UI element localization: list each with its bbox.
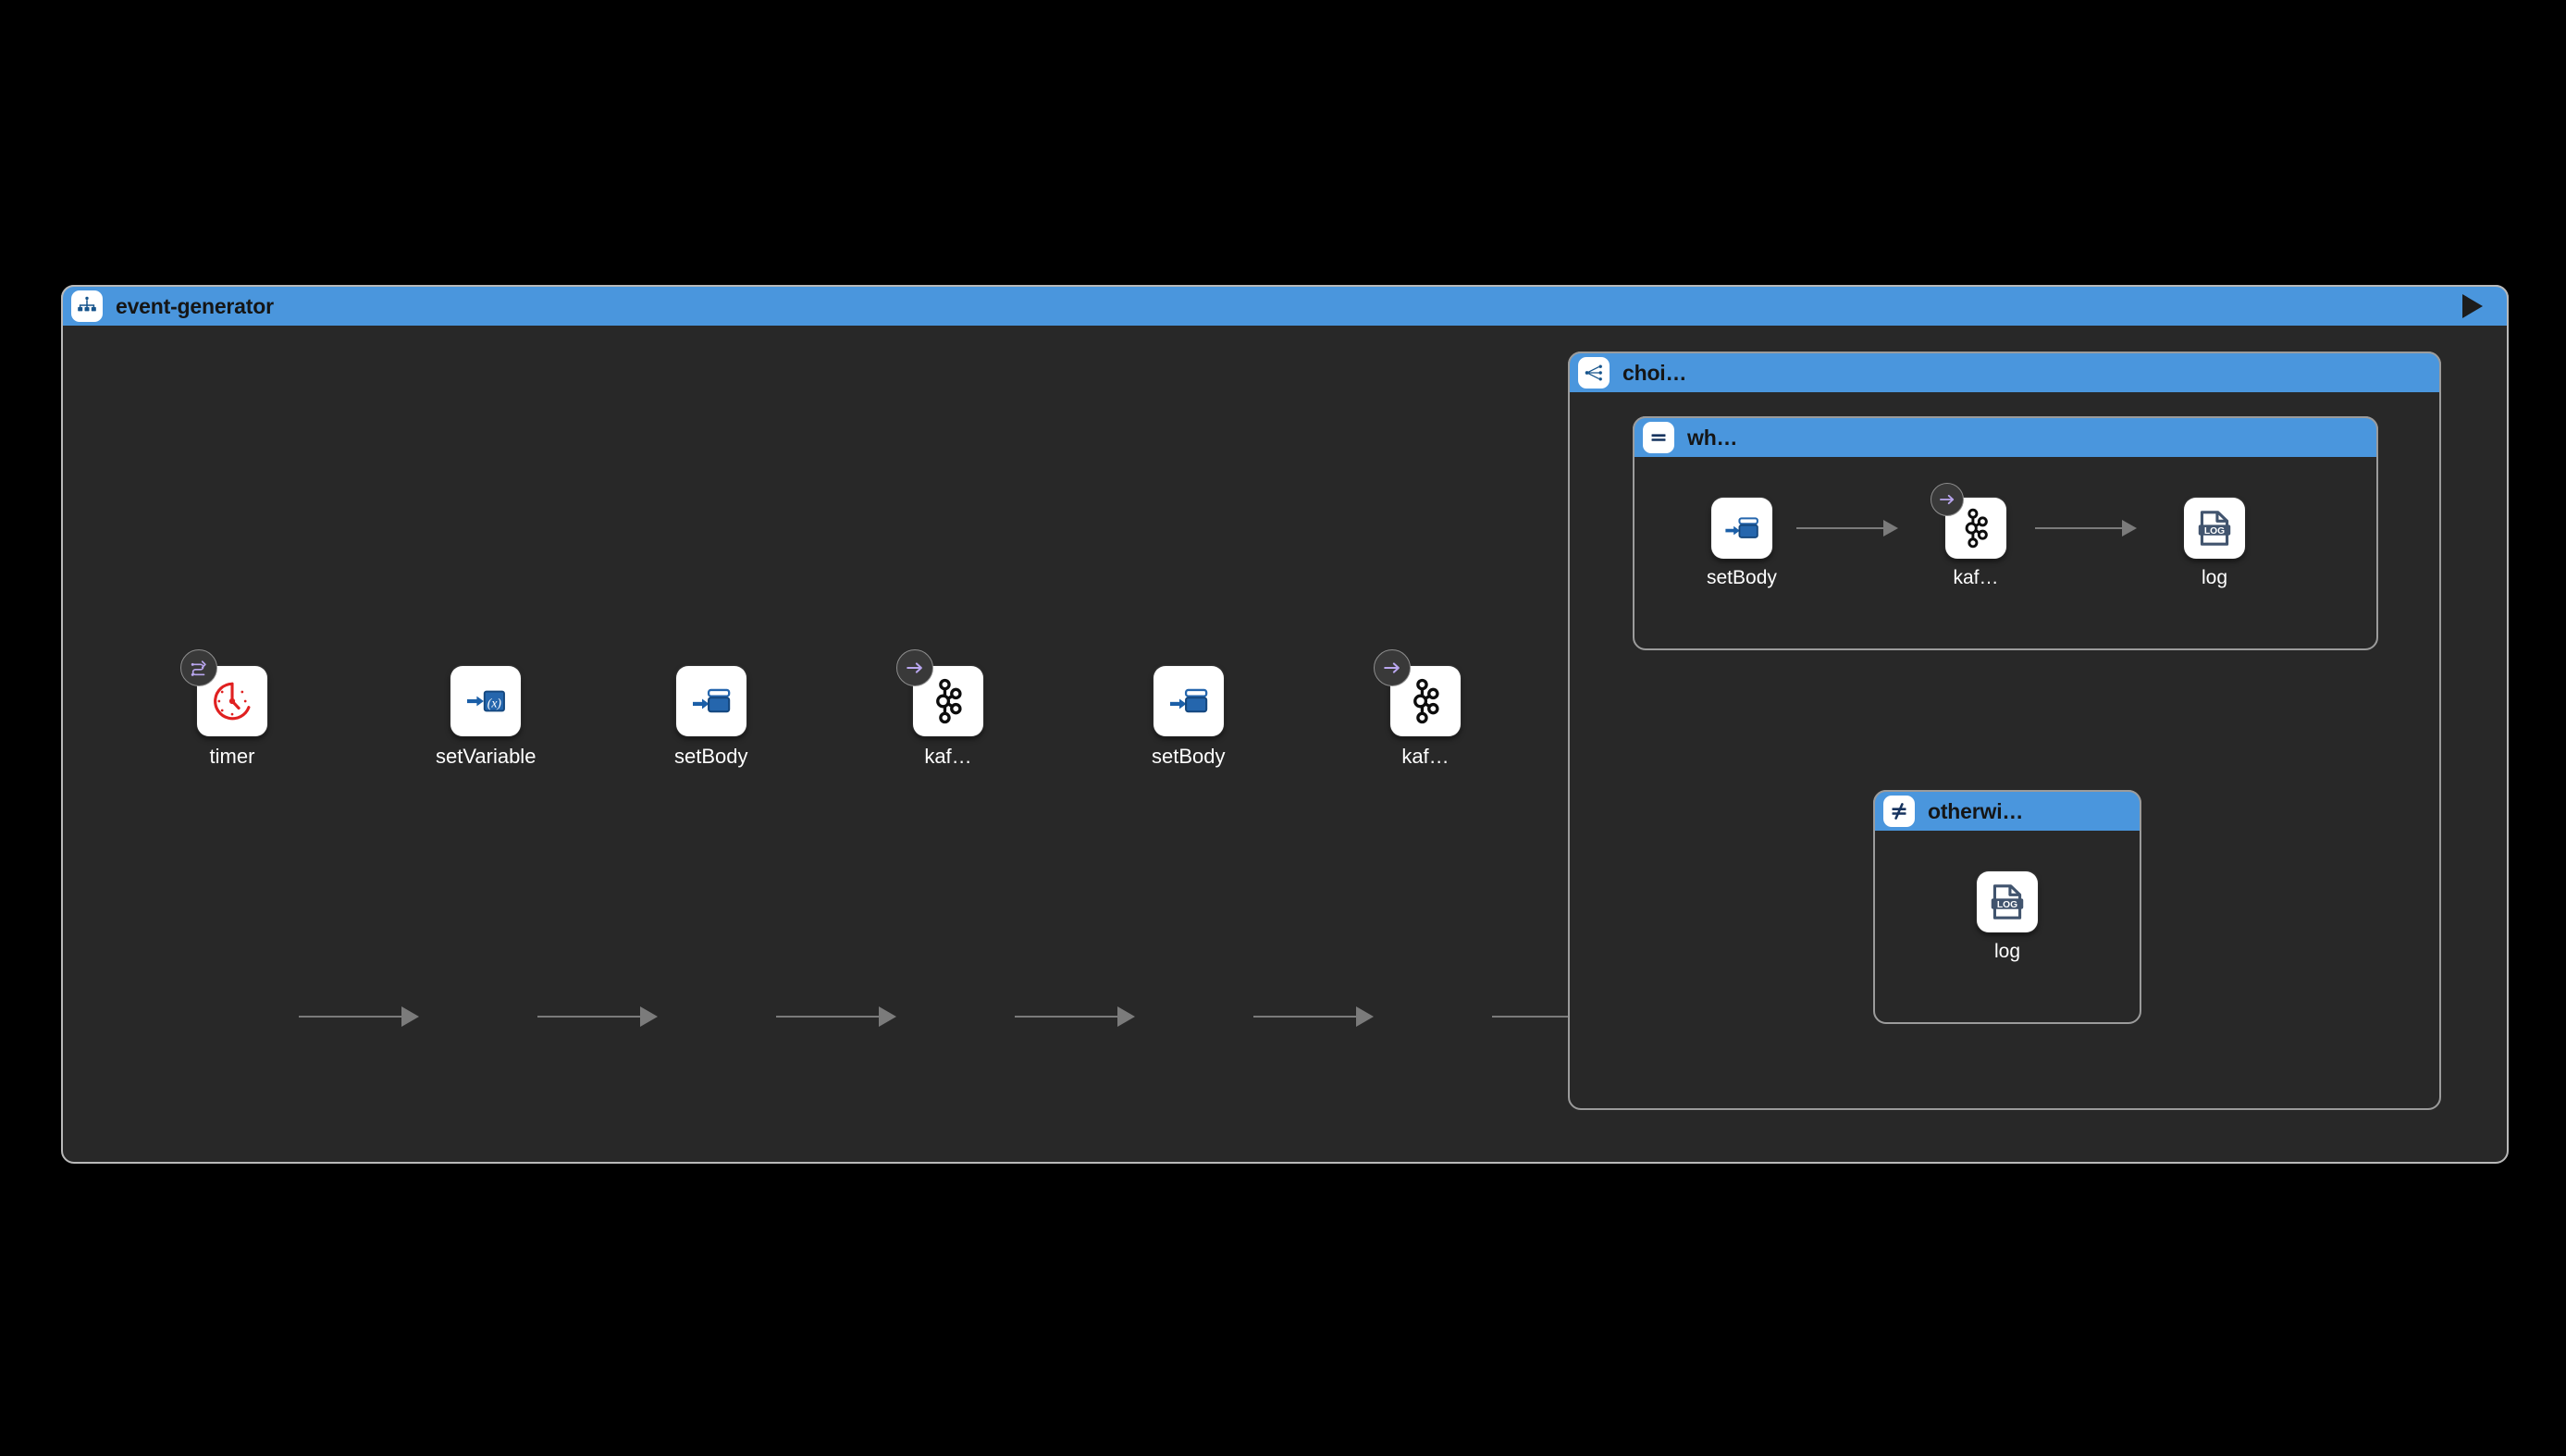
log-file-icon: LOG: [2198, 511, 2231, 546]
timer-clock-icon: [214, 682, 251, 721]
connector-line: [1253, 1016, 1356, 1018]
connector-line: [2035, 527, 2122, 529]
choice-branch-icon: [1578, 357, 1610, 389]
step-icon-box[interactable]: [675, 666, 746, 736]
step-icon-box[interactable]: [1710, 498, 1772, 559]
arrow-right-badge-icon[interactable]: [1374, 649, 1411, 686]
svg-text:LOG: LOG: [1997, 900, 2017, 910]
arrow-right-badge-icon[interactable]: [1931, 483, 1964, 516]
run-icon[interactable]: [2462, 294, 2483, 318]
connector-arrowhead: [640, 1006, 658, 1027]
connector-line: [1015, 1016, 1117, 1018]
step-label: kaf…: [1953, 567, 1999, 588]
route-hierarchy-icon: [71, 290, 103, 322]
step-label: setBody: [1707, 567, 1777, 588]
connector-arrowhead: [1883, 520, 1898, 537]
set-variable-icon: (x): [467, 690, 506, 712]
when-branch-container[interactable]: wh… setBody: [1633, 416, 2378, 650]
svg-text:(x): (x): [487, 696, 502, 710]
step-icon-box[interactable]: LOG: [2184, 498, 2245, 559]
otherwise-branch-container[interactable]: otherwi… LOG log: [1873, 790, 2141, 1024]
step-icon-box[interactable]: LOG: [1977, 871, 2038, 932]
step-icon-box[interactable]: [1931, 483, 2006, 559]
step-node-timer[interactable]: timer: [180, 649, 267, 768]
route-flow-badge-icon[interactable]: [180, 649, 217, 686]
connector-arrow: [299, 1006, 419, 1027]
otherwise-not-equals-icon: [1883, 796, 1915, 827]
choice-container[interactable]: choi… wh…: [1568, 352, 2441, 1110]
step-node-when-kafka[interactable]: kaf…: [1931, 483, 2006, 588]
connector-arrow: [2035, 518, 2137, 538]
connector-line: [776, 1016, 879, 1018]
connector-arrow: [1015, 1006, 1135, 1027]
connector-arrow: [537, 1006, 658, 1027]
connector-arrow: [1796, 518, 1898, 538]
when-equals-icon: [1643, 422, 1674, 453]
step-icon-box[interactable]: [180, 649, 267, 736]
choice-title: choi…: [1622, 360, 1687, 385]
set-body-icon: [1169, 688, 1208, 713]
step-node-otherwise-log[interactable]: LOG log: [1977, 871, 2038, 961]
connector-arrowhead: [1356, 1006, 1374, 1027]
connector-arrowhead: [2122, 520, 2137, 537]
route-header[interactable]: event-generator: [61, 285, 2509, 326]
step-node-when-setbody[interactable]: setBody: [1707, 498, 1777, 587]
step-node-kafka-1[interactable]: kaf…: [896, 649, 983, 768]
kafka-icon: [936, 678, 962, 724]
connector-line: [1796, 527, 1883, 529]
step-node-setbody-2[interactable]: setBody: [1152, 666, 1226, 767]
route-container-event-generator[interactable]: event-generator: [61, 285, 2509, 1164]
connector-arrow: [1253, 1006, 1374, 1027]
step-icon-box[interactable]: [1153, 666, 1224, 736]
step-label: setVariable: [436, 745, 537, 768]
connector-arrow: [776, 1006, 896, 1027]
connector-arrowhead: [879, 1006, 896, 1027]
connector-arrowhead: [1117, 1006, 1135, 1027]
step-icon-box[interactable]: [896, 649, 983, 736]
step-label: setBody: [674, 745, 748, 768]
set-body-icon: [692, 688, 731, 713]
connector-line: [537, 1016, 640, 1018]
step-node-setvariable[interactable]: (x) setVariable: [436, 666, 536, 767]
connector-line: [299, 1016, 401, 1018]
step-node-when-log[interactable]: LOG log: [2184, 498, 2245, 587]
choice-header[interactable]: choi…: [1568, 352, 2441, 392]
connector-arrowhead: [401, 1006, 419, 1027]
step-label: timer: [209, 745, 255, 768]
step-icon-box[interactable]: (x): [450, 666, 522, 736]
route-title: event-generator: [116, 293, 274, 318]
kafka-icon: [1965, 508, 1988, 549]
when-branch-header[interactable]: wh…: [1633, 416, 2378, 457]
step-label: kaf…: [924, 745, 972, 768]
step-label: setBody: [1152, 745, 1226, 768]
step-label: log: [1993, 941, 2021, 962]
kafka-icon: [1413, 678, 1439, 724]
set-body-icon: [1725, 517, 1758, 538]
step-icon-box[interactable]: [1374, 649, 1461, 736]
otherwise-branch-header[interactable]: otherwi…: [1873, 790, 2141, 831]
log-file-icon: LOG: [1991, 884, 2024, 919]
step-node-kafka-2[interactable]: kaf…: [1374, 649, 1461, 768]
step-label: log: [2201, 567, 2228, 588]
otherwise-branch-title: otherwi…: [1928, 798, 2024, 823]
svg-text:LOG: LOG: [2204, 526, 2225, 537]
when-branch-title: wh…: [1687, 425, 1738, 450]
step-label: kaf…: [1401, 745, 1450, 768]
arrow-right-badge-icon[interactable]: [896, 649, 933, 686]
step-node-setbody-1[interactable]: setBody: [674, 666, 748, 767]
